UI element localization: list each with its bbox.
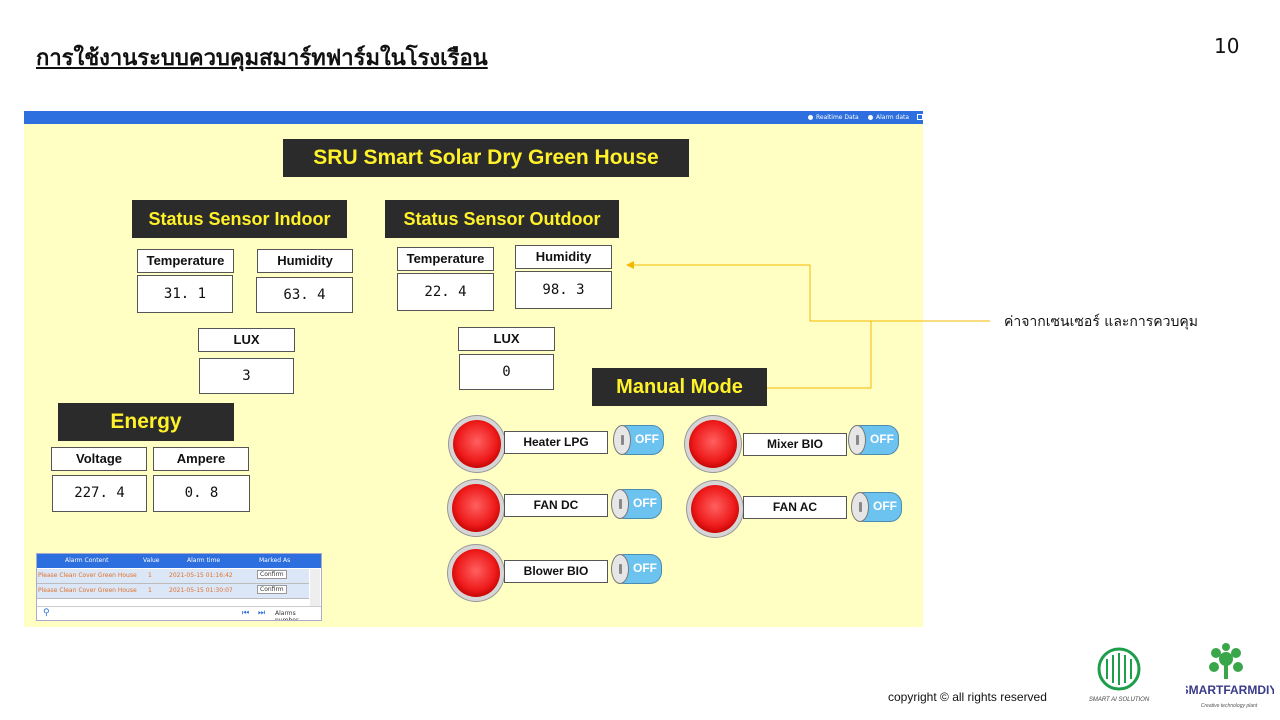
fan-ac-state: OFF bbox=[873, 499, 897, 513]
fan-ac-label: FAN AC bbox=[743, 496, 847, 519]
alarm-col-content: Alarm Content bbox=[65, 557, 109, 564]
blower-bio-toggle[interactable]: OFF bbox=[611, 554, 662, 584]
heater-lpg-label: Heater LPG bbox=[504, 431, 608, 454]
nav-realtime-data[interactable]: Realtime Data bbox=[808, 111, 859, 124]
svg-text:SMARTFARMDIY: SMARTFARMDIY bbox=[1186, 683, 1274, 697]
fan-ac-toggle[interactable]: OFF bbox=[851, 492, 902, 522]
svg-text:Creative technology plant: Creative technology plant bbox=[1201, 703, 1258, 709]
indoor-humidity-label: Humidity bbox=[257, 249, 353, 273]
manual-mode-header: Manual Mode bbox=[592, 368, 767, 406]
blower-bio-label: Blower BIO bbox=[504, 560, 608, 583]
alarm-row[interactable]: Please Clean Cover Green House 1 2021-05… bbox=[37, 584, 309, 599]
alarm-table: Alarm Content Value Alarm time Marked As… bbox=[36, 553, 322, 621]
energy-header: Energy bbox=[58, 403, 234, 441]
first-page-icon[interactable]: ⏮ bbox=[242, 608, 250, 617]
alarm-value: 1 bbox=[148, 572, 152, 579]
mixer-bio-label: Mixer BIO bbox=[743, 433, 847, 456]
alarm-confirm-button[interactable]: Confirm bbox=[257, 570, 287, 579]
ampere-value: 0. 8 bbox=[153, 475, 250, 512]
user-icon bbox=[868, 115, 873, 120]
realtime-icon bbox=[808, 115, 813, 120]
toggle-knob bbox=[851, 492, 869, 522]
page-number: 10 bbox=[1214, 34, 1240, 58]
copyright-text: copyright © all rights reserved bbox=[888, 690, 1047, 704]
fan-ac-lamp bbox=[691, 485, 739, 533]
alarm-scrollbar[interactable] bbox=[310, 569, 320, 606]
search-icon[interactable]: ⚲ bbox=[43, 608, 50, 618]
indoor-humidity-value: 63. 4 bbox=[256, 277, 353, 313]
indoor-lux-label: LUX bbox=[198, 328, 295, 352]
heater-lpg-lamp bbox=[453, 420, 501, 468]
chart-icon[interactable] bbox=[917, 114, 923, 120]
outdoor-temperature-label: Temperature bbox=[397, 247, 494, 271]
indoor-header: Status Sensor Indoor bbox=[132, 200, 347, 238]
alarm-value: 1 bbox=[148, 587, 152, 594]
svg-text:SMART AI SOLUTION: SMART AI SOLUTION bbox=[1089, 697, 1150, 703]
callout-line-sensor bbox=[633, 264, 990, 322]
dashboard-screen: Realtime Data Alarm data SRU Smart Solar… bbox=[24, 111, 923, 627]
heater-lpg-state: OFF bbox=[635, 432, 659, 446]
blower-bio-state: OFF bbox=[633, 561, 657, 575]
last-page-icon[interactable]: ⏭ bbox=[258, 608, 266, 617]
dashboard-title: SRU Smart Solar Dry Green House bbox=[283, 139, 689, 177]
alarm-col-value: Value bbox=[143, 557, 160, 564]
alarm-col-time: Alarm time bbox=[187, 557, 221, 564]
fan-dc-state: OFF bbox=[633, 496, 657, 510]
nav-alarm-data[interactable]: Alarm data bbox=[868, 111, 909, 124]
alarm-content: Please Clean Cover Green House bbox=[38, 587, 137, 594]
ampere-label: Ampere bbox=[153, 447, 249, 471]
toggle-knob bbox=[611, 554, 629, 584]
toggle-knob bbox=[613, 425, 631, 455]
alarm-row[interactable]: Please Clean Cover Green House 1 2021-05… bbox=[37, 569, 309, 584]
indoor-temperature-label: Temperature bbox=[137, 249, 234, 273]
fan-dc-label: FAN DC bbox=[504, 494, 608, 517]
outdoor-lux-value: 0 bbox=[459, 354, 554, 390]
outdoor-lux-label: LUX bbox=[458, 327, 555, 351]
mixer-bio-toggle[interactable]: OFF bbox=[848, 425, 899, 455]
top-nav-bar: Realtime Data Alarm data bbox=[24, 111, 923, 124]
heater-lpg-toggle[interactable]: OFF bbox=[613, 425, 664, 455]
toggle-knob bbox=[848, 425, 866, 455]
alarm-content: Please Clean Cover Green House bbox=[38, 572, 137, 579]
alarms-number-label: Alarms number bbox=[275, 610, 299, 621]
outdoor-header: Status Sensor Outdoor bbox=[385, 200, 619, 238]
fan-dc-lamp bbox=[452, 484, 500, 532]
voltage-value: 227. 4 bbox=[52, 475, 147, 512]
smart-ai-solution-logo: SMART AI SOLUTION bbox=[1088, 645, 1150, 705]
outdoor-humidity-label: Humidity bbox=[515, 245, 612, 269]
alarm-table-header: Alarm Content Value Alarm time Marked As bbox=[37, 554, 321, 568]
alarm-col-marked: Marked As bbox=[259, 557, 291, 564]
fan-dc-toggle[interactable]: OFF bbox=[611, 489, 662, 519]
alarm-time: 2021-05-15 01:16:42 bbox=[169, 572, 233, 579]
indoor-temperature-value: 31. 1 bbox=[137, 275, 233, 313]
outdoor-humidity-value: 98. 3 bbox=[515, 271, 612, 309]
alarm-confirm-button[interactable]: Confirm bbox=[257, 585, 287, 594]
slide-title: การใช้งานระบบควบคุมสมาร์ทฟาร์มในโรงเรือน bbox=[36, 45, 488, 71]
toggle-knob bbox=[611, 489, 629, 519]
alarm-table-footer: ⚲ ⏮ ⏭ Alarms number bbox=[37, 606, 321, 621]
nav-realtime-label: Realtime Data bbox=[816, 114, 859, 121]
mixer-bio-state: OFF bbox=[870, 432, 894, 446]
callout-line-manual bbox=[767, 321, 872, 389]
callout-text: ค่าจากเซนเซอร์ และการควบคุม bbox=[1004, 314, 1198, 330]
voltage-label: Voltage bbox=[51, 447, 147, 471]
indoor-lux-value: 3 bbox=[199, 358, 294, 394]
mixer-bio-lamp bbox=[689, 420, 737, 468]
nav-alarm-label: Alarm data bbox=[876, 114, 910, 121]
callout-arrowhead bbox=[626, 261, 634, 269]
alarm-time: 2021-05-15 01:30:07 bbox=[169, 587, 233, 594]
smartfarmdiy-logo: SMARTFARMDIY Creative technology plant bbox=[1181, 641, 1277, 713]
outdoor-temperature-value: 22. 4 bbox=[397, 273, 494, 311]
blower-bio-lamp bbox=[452, 549, 500, 597]
